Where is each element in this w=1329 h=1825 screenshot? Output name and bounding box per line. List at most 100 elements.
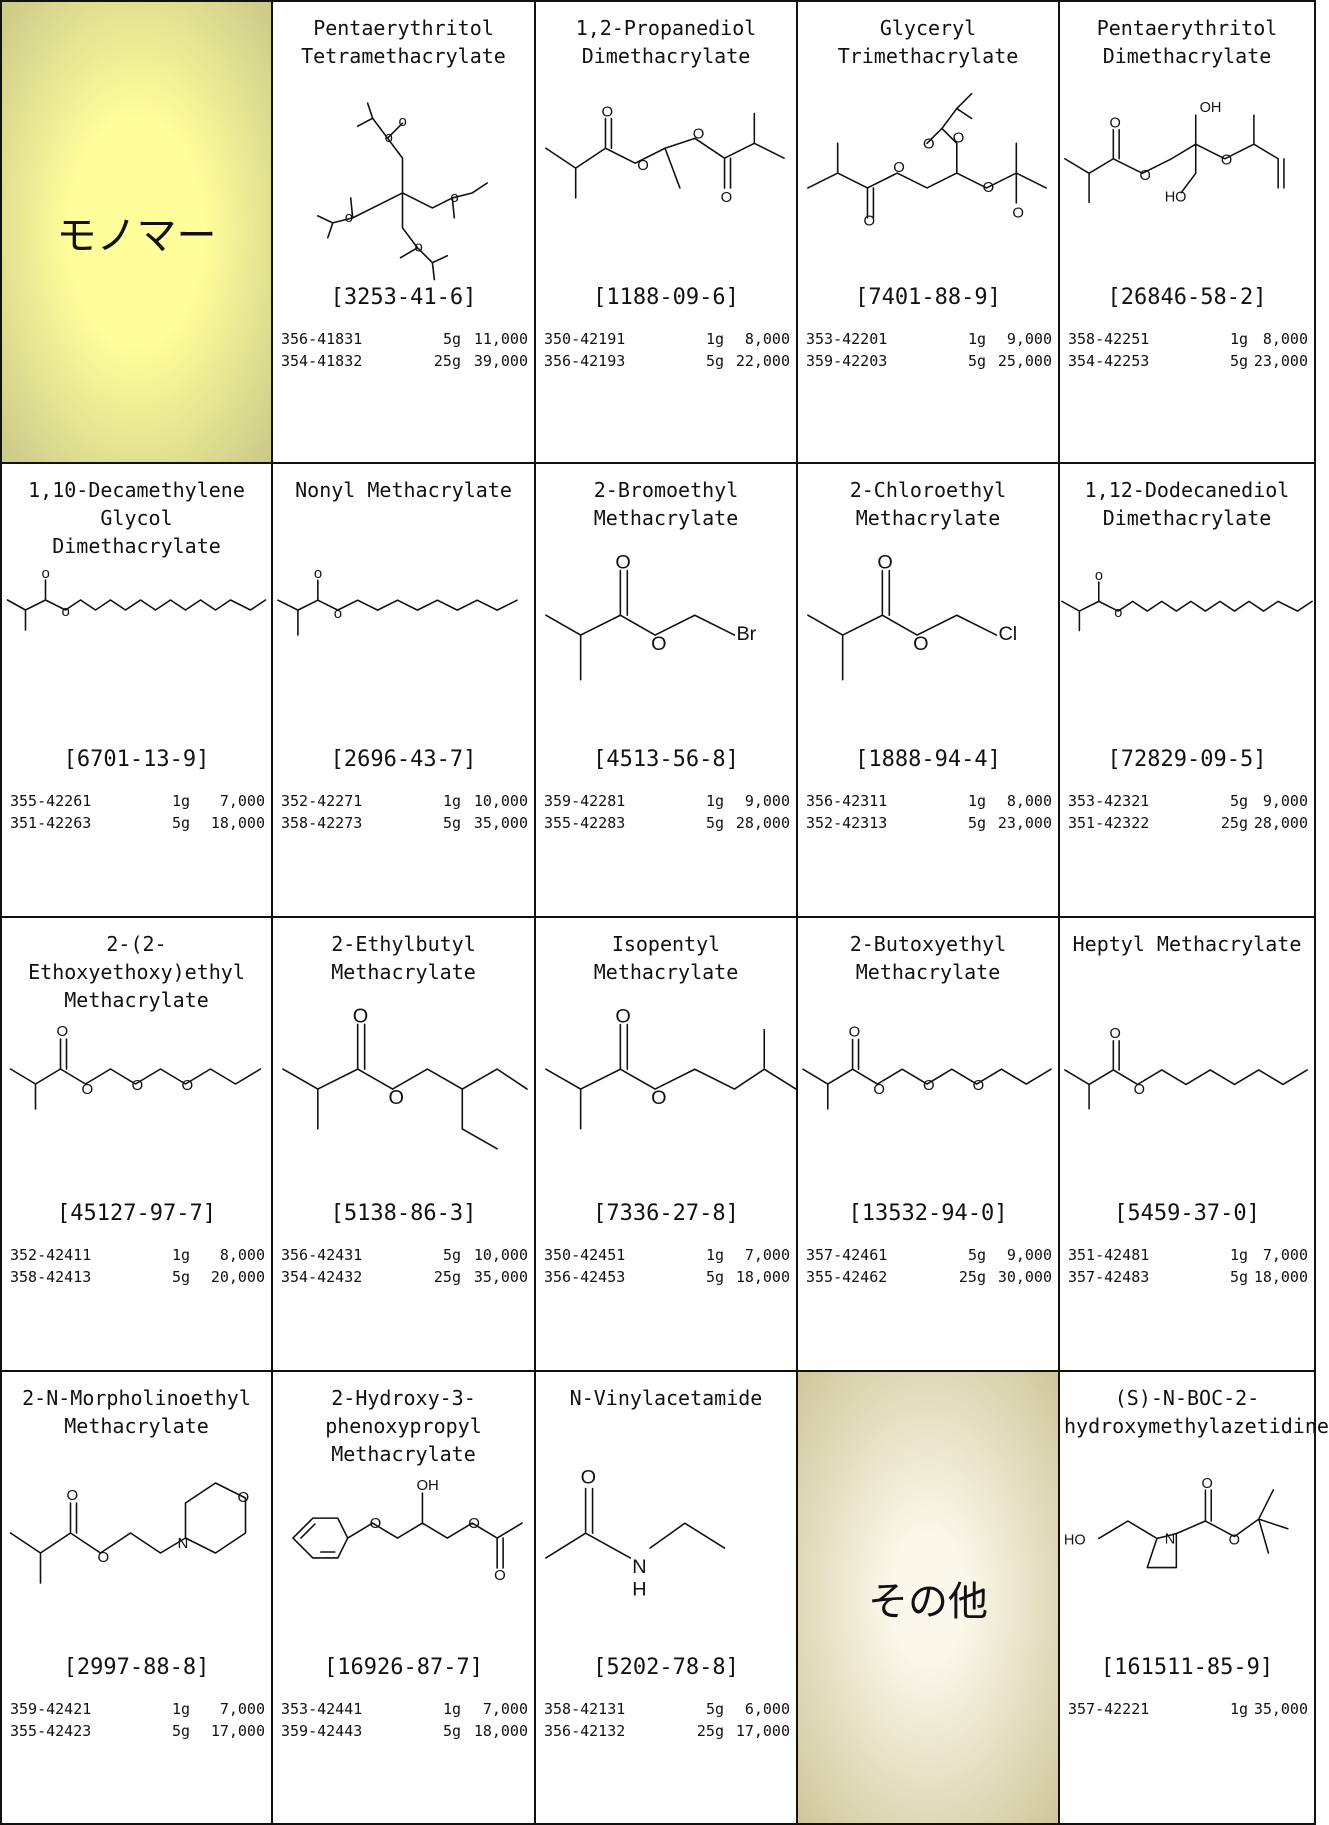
price: 9,000	[744, 792, 790, 810]
package-size: 5g	[1229, 792, 1248, 810]
package-size: 25g	[958, 1268, 986, 1286]
svg-text:O: O	[1012, 206, 1024, 222]
svg-text:O: O	[1202, 1476, 1213, 1492]
catalog-code: 356-42193	[544, 352, 626, 370]
package-size: 1g	[967, 792, 986, 810]
svg-text:O: O	[1134, 1082, 1145, 1098]
svg-text:o: o	[1114, 605, 1122, 621]
svg-text:O: O	[238, 1489, 250, 1506]
svg-text:O: O	[615, 552, 630, 574]
product-name: Pentaerythritol Dimethacrylate	[1096, 16, 1278, 68]
molecule-branched-ester-icon: OO	[545, 1006, 797, 1130]
package-size: 1g	[442, 1700, 461, 1718]
svg-text:O: O	[863, 214, 875, 230]
svg-text:O: O	[82, 1081, 94, 1098]
svg-text:O: O	[581, 1467, 596, 1489]
package-size: 5g	[705, 1268, 724, 1286]
catalog-code: 350-42451	[544, 1246, 626, 1264]
catalog-code: 358-42131	[544, 1700, 626, 1718]
cas-number: [7401-88-9]	[855, 285, 1001, 310]
svg-text:O: O	[98, 1549, 110, 1566]
cas-number: [6701-13-9]	[63, 747, 210, 772]
cas-number: [45127-97-7]	[57, 1201, 216, 1226]
molecule-branched-ester-icon: OO	[282, 1005, 528, 1150]
package-size: 1g	[171, 1246, 190, 1264]
product-name: Isopentyl Methacrylate	[593, 932, 739, 984]
catalog-code: 356-42132	[544, 1722, 626, 1740]
svg-text:N: N	[1165, 1531, 1176, 1547]
cas-number: [4513-56-8]	[593, 747, 739, 772]
svg-text:O: O	[721, 190, 733, 206]
price: 25,000	[997, 352, 1052, 370]
svg-text:o: o	[345, 209, 353, 226]
package-size: 5g	[705, 1700, 724, 1718]
svg-text:O: O	[1229, 1532, 1240, 1548]
price: 9,000	[1006, 330, 1052, 348]
price: 7,000	[482, 1700, 528, 1718]
price: 18,000	[1253, 1268, 1308, 1286]
price: 8,000	[744, 330, 790, 348]
svg-text:O: O	[615, 1006, 630, 1028]
svg-text:O: O	[601, 105, 613, 121]
svg-text:O: O	[132, 1077, 144, 1094]
price: 7,000	[1262, 1246, 1308, 1264]
price: 28,000	[1253, 814, 1308, 832]
catalog-code: 351-42263	[10, 814, 92, 832]
catalog-code: 353-42201	[806, 330, 888, 348]
price: 7,000	[219, 792, 265, 810]
package-size: 1g	[442, 792, 461, 810]
product-name: 2-(2- Ethoxyethoxy)ethyl Methacrylate	[28, 932, 245, 1012]
product-card: 1,10-Decamethylene Glycol Dimethacrylate…	[0, 464, 273, 918]
catalog-code: 350-42191	[544, 330, 626, 348]
category-label-other: その他	[798, 1372, 1060, 1825]
catalog-code: 357-42221	[1068, 1700, 1150, 1718]
category-label-text: モノマー	[56, 213, 217, 259]
package-size: 5g	[967, 352, 986, 370]
product-name: 2-Hydroxy-3- phenoxypropyl Methacrylate	[325, 1386, 482, 1466]
cas-number: [5459-37-0]	[1114, 1201, 1260, 1226]
product-card: 2-Hydroxy-3- phenoxypropyl Methacrylate …	[273, 1372, 536, 1825]
catalog-code: 358-42413	[10, 1268, 92, 1286]
molecule-vinylacetamide-icon: ONH	[545, 1467, 726, 1601]
catalog-code: 359-42421	[10, 1700, 92, 1718]
molecule-long-diester-icon: oo	[1061, 568, 1313, 632]
package-size: 5g	[967, 814, 986, 832]
cas-number: [2997-88-8]	[63, 1655, 210, 1680]
svg-text:O: O	[389, 1087, 404, 1109]
svg-text:O: O	[923, 136, 935, 152]
product-name: Glyceryl Trimethacrylate	[837, 16, 1019, 68]
svg-text:O: O	[913, 633, 928, 655]
product-name: 2-N-Morpholinoethyl Methacrylate	[22, 1386, 251, 1438]
